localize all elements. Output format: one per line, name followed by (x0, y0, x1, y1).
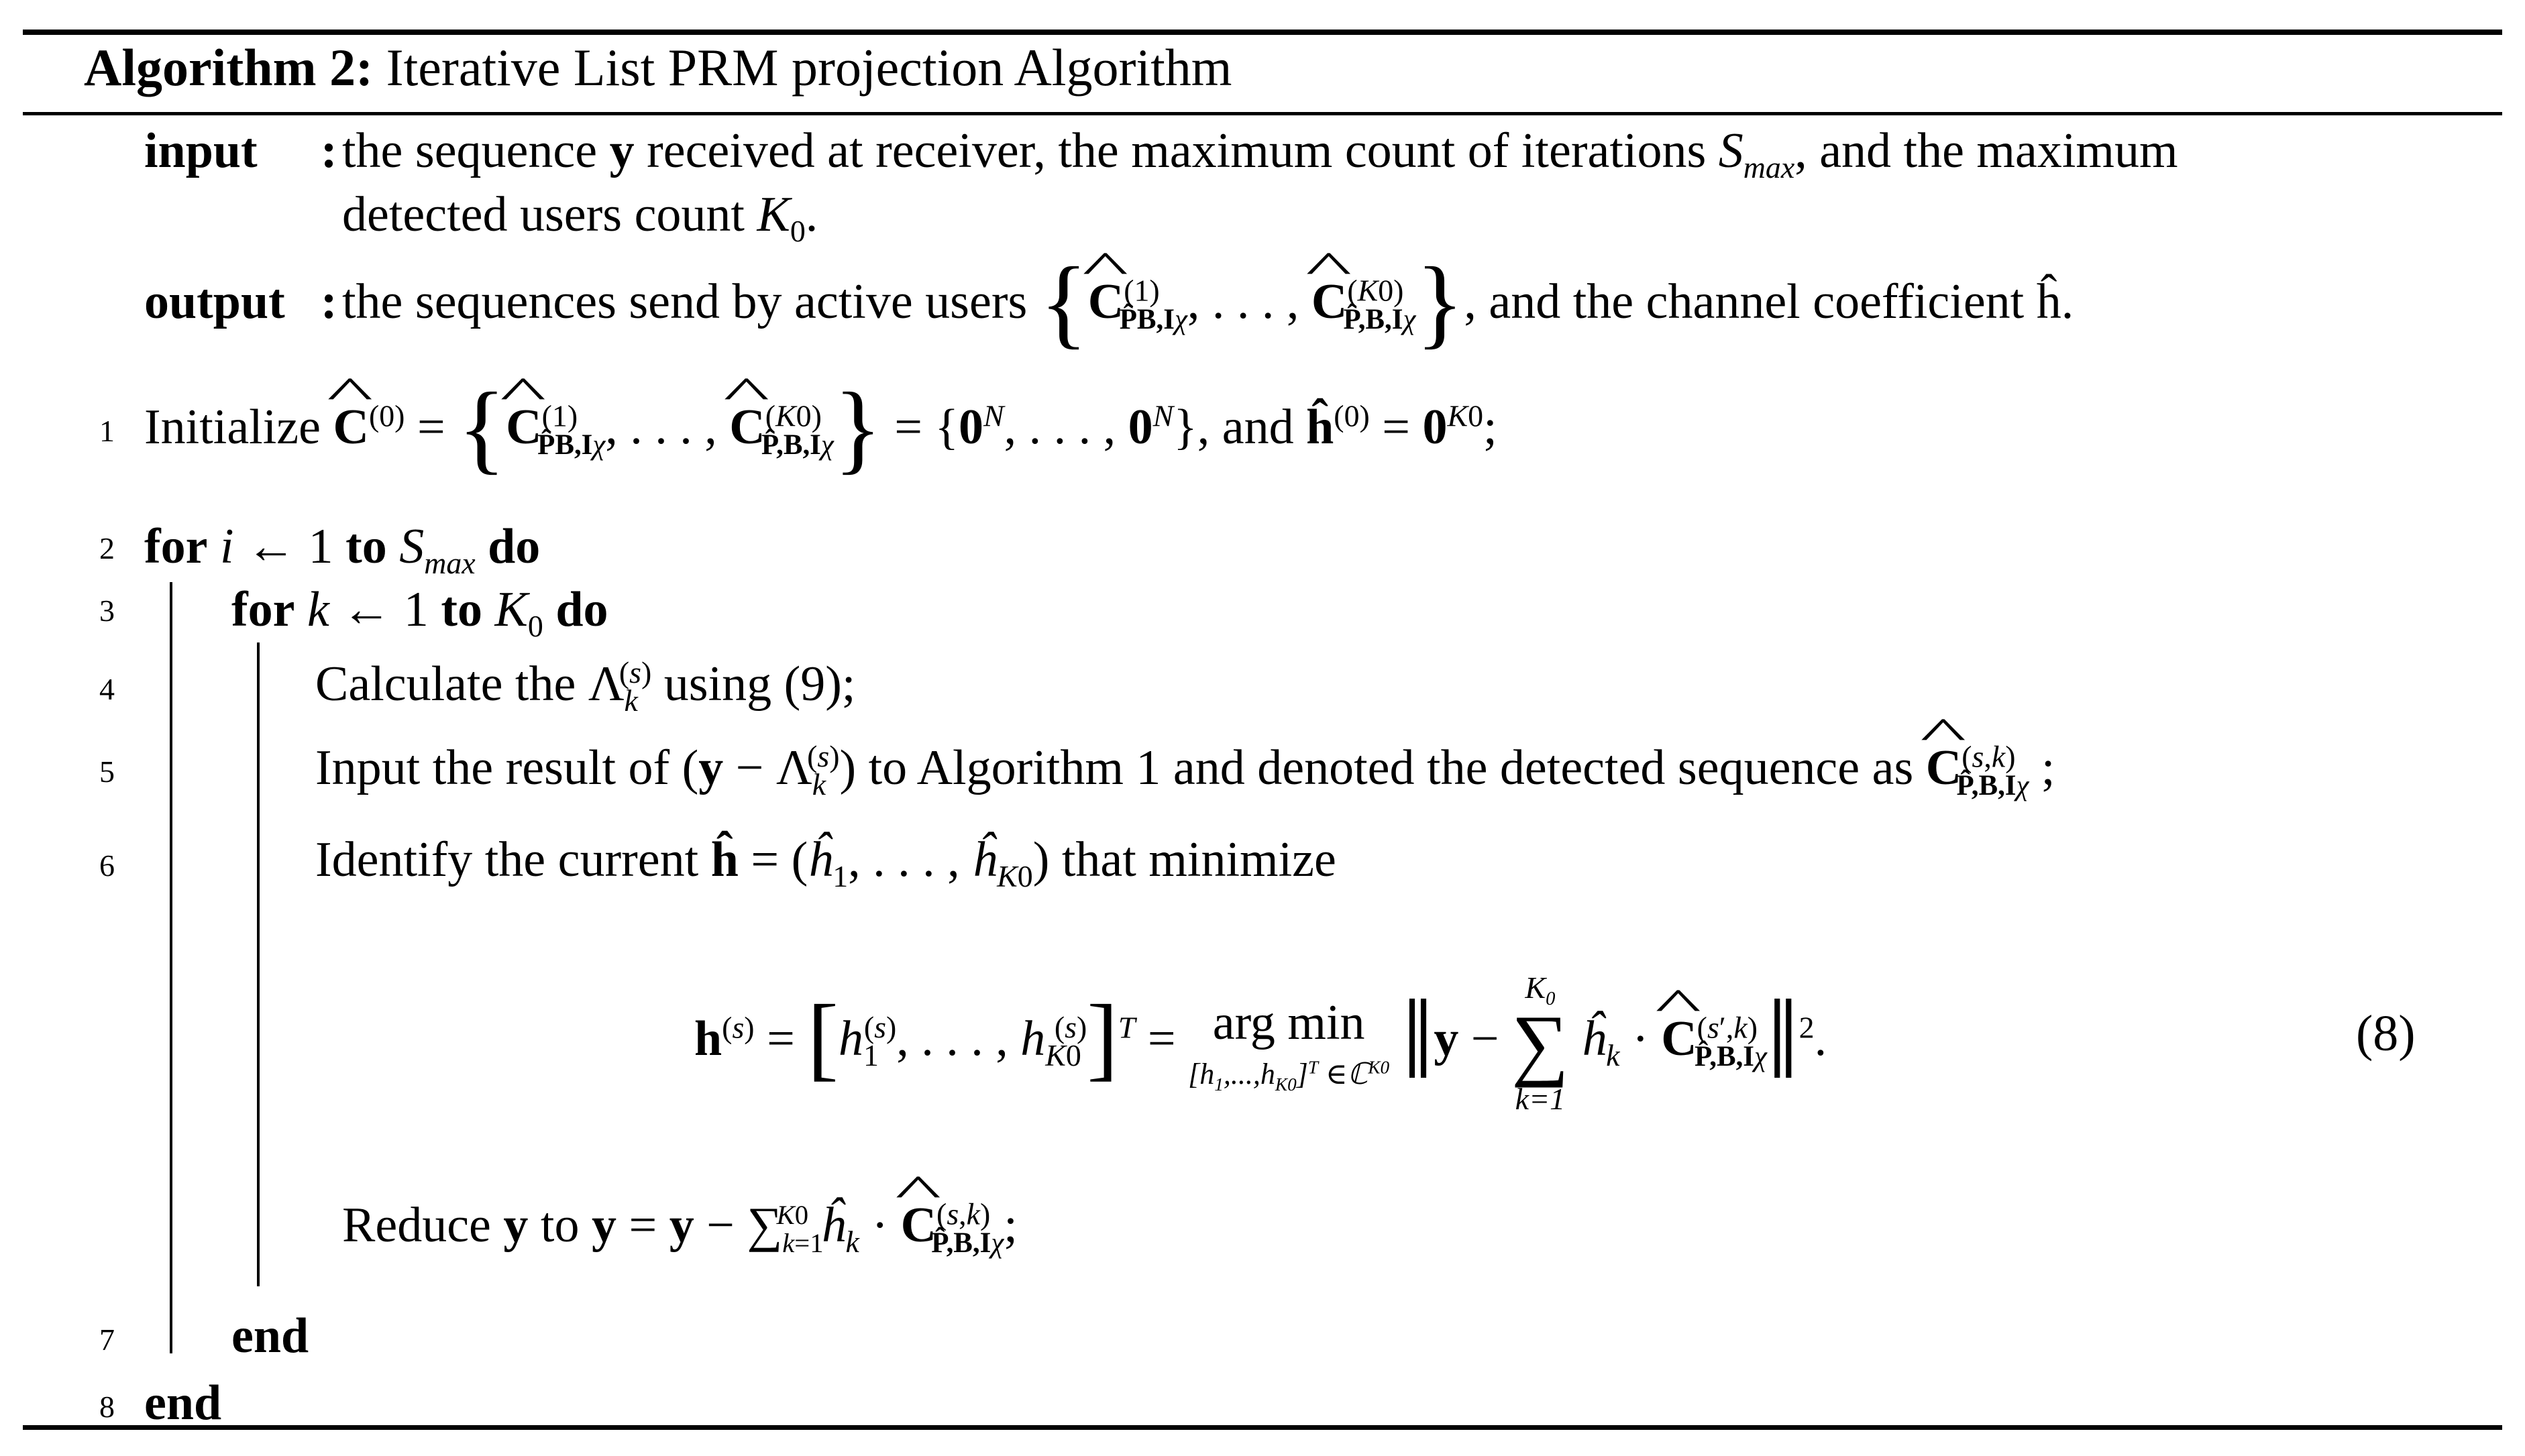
initialize-word: Initialize (144, 400, 321, 455)
input-label: input (144, 123, 258, 178)
input-line-1: the sequence y received at receiver, the… (342, 123, 2178, 184)
line-5-input: Input the result of (y − Λk(s)) to Algor… (315, 741, 2055, 800)
output-text: the sequences send by active users {C(1)… (342, 252, 2074, 353)
output-prefix: the sequences send by active users (342, 274, 1028, 329)
equation-number: (8) (2356, 1005, 2416, 1062)
outer-loop-bar (170, 582, 172, 1353)
line-6-identify: Identify the current ĥ = (ĥ1, . . . , ĥK… (315, 832, 1336, 893)
line-number-2: 2 (99, 531, 115, 565)
line-3-for: for k ← 1 to K0 do (231, 582, 608, 643)
line-8-end: end (144, 1376, 222, 1431)
equation-8: h(s) = [h1(s), . . . , hK0(s)]T = arg mi… (694, 972, 1827, 1115)
line-number-6: 6 (99, 848, 115, 883)
line-number-4: 4 (99, 672, 115, 706)
algorithm-name: Iterative List PRM projection Algorithm (386, 38, 1232, 97)
line-number-8: 8 (99, 1390, 115, 1424)
header-rule (23, 112, 2502, 115)
line-7-end: end (231, 1308, 309, 1363)
line-number-1: 1 (99, 414, 115, 448)
line-number-3: 3 (99, 594, 115, 628)
argmin-operator: arg min[h1,...,hK0]T ∈ℂK0 (1188, 995, 1390, 1095)
input-colon: : (321, 123, 337, 178)
line-1-initialize: Initialize C(0) = {C(1)P̂B,Iχ, . . . , C… (144, 378, 1497, 478)
reduce-line: Reduce y to y = y − ∑k=1K0 ĥk · C(s,k)P̂… (342, 1198, 1018, 1257)
algorithm-title: Algorithm 2: Iterative List PRM projecti… (84, 42, 1232, 94)
inner-loop-bar (257, 642, 260, 1286)
output-label: output (144, 274, 285, 329)
output-colon: : (321, 274, 337, 329)
line-2-for: for i ← 1 to Smax do (144, 519, 541, 580)
output-suffix: , and the channel coefficient ĥ. (1464, 274, 2074, 329)
line-number-5: 5 (99, 754, 115, 789)
input-line-2: detected users count K0. (342, 187, 818, 248)
sum-operator: K0∑k=1 (1511, 970, 1569, 1116)
top-rule (23, 30, 2502, 35)
bottom-rule (23, 1425, 2502, 1430)
algorithm-number: Algorithm 2: (84, 38, 374, 97)
line-number-7: 7 (99, 1323, 115, 1357)
line-4-calculate: Calculate the Λk(s) using (9); (315, 655, 856, 718)
